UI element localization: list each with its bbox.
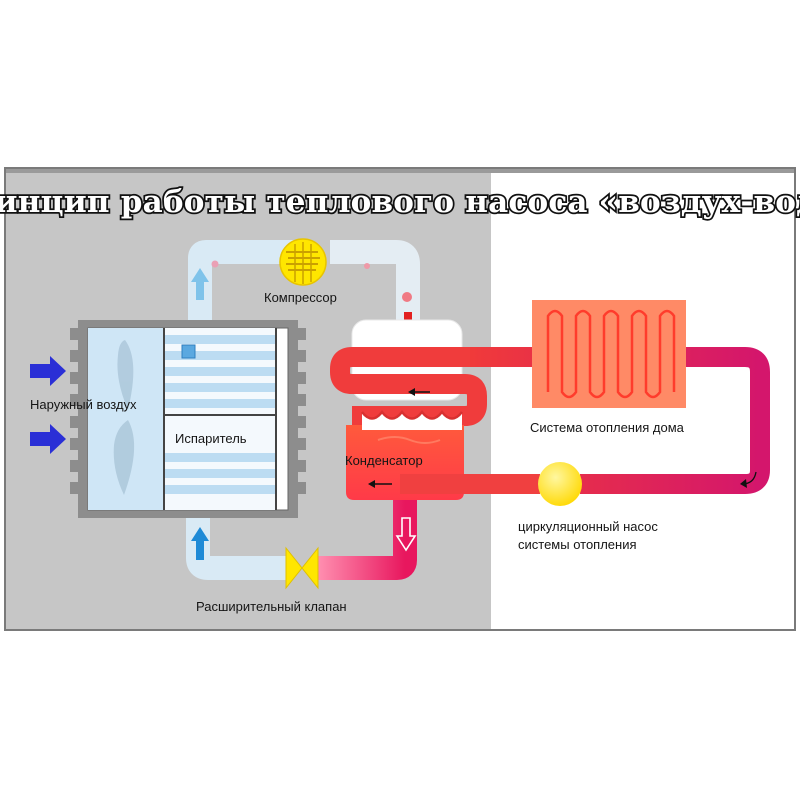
flow-arrow-icon [408, 388, 430, 396]
circulation-pump-icon [538, 462, 582, 506]
airflow-arrow-icon [30, 424, 66, 454]
compressor-icon [279, 238, 327, 286]
condenser-label: Конденсатор [345, 453, 423, 468]
compressor-label: Компрессор [264, 290, 337, 305]
evaporator-coil [165, 335, 275, 494]
evaporator-unit [70, 320, 306, 518]
flow-arrow-icon [368, 480, 392, 488]
expansion-valve-icon [285, 546, 319, 590]
refrigerant-bubble [402, 292, 412, 302]
circulation-pump-label-line1: циркуляционный насос [518, 519, 658, 534]
flow-arrow-icon [191, 527, 209, 560]
fan-icon [113, 340, 135, 495]
cold-gas-pipe [188, 240, 300, 322]
diagram-title: Принцип работы теплового насоса «воздух-… [0, 184, 800, 220]
refrigerant-bubble [211, 260, 219, 268]
title-bar [6, 169, 794, 173]
heating-system-label: Система отопления дома [530, 420, 685, 435]
condenser-unit [330, 319, 495, 500]
circulation-pump-label-line2: системы отопления [518, 537, 637, 552]
evaporator-label: Испаритель [175, 431, 247, 446]
radiator-icon [532, 300, 686, 408]
expansion-valve-label: Расширительный клапан [196, 599, 347, 614]
refrigerant-bubble [364, 263, 370, 269]
flow-arrow-icon [191, 268, 209, 300]
flow-arrow-icon [740, 471, 757, 488]
liquid-pipe [318, 500, 417, 580]
heating-supply-pipe [470, 347, 770, 494]
outdoor-air-label: Наружный воздух [30, 397, 137, 412]
airflow-arrow-icon [30, 356, 66, 386]
hot-gas-pipe [330, 240, 420, 322]
flow-arrow-icon [395, 517, 417, 552]
